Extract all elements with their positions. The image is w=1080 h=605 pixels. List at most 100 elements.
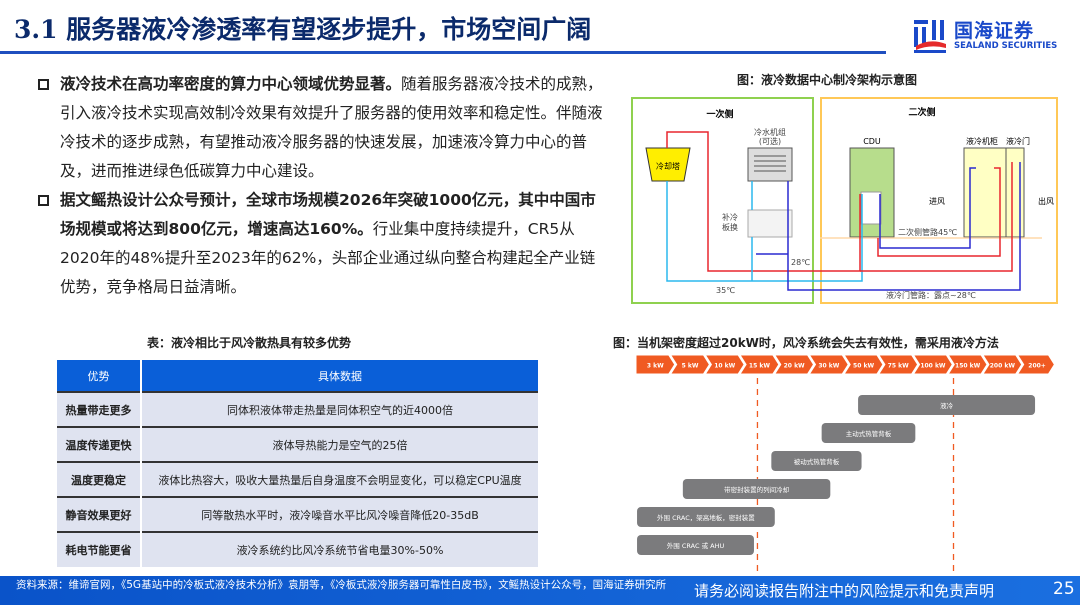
table-header: 优势 xyxy=(57,360,142,392)
density-tick-label: 50 kW xyxy=(853,363,874,370)
source-note: 资料来源：维谛官网，《5G基站中的冷板式液冷技术分析》袁朋等，《冷板式液冷服务器… xyxy=(16,579,667,591)
square-bullet-icon xyxy=(38,79,49,90)
cooling-tower-label: 冷却塔 xyxy=(656,161,680,171)
bullet-bold: 液冷技术在高功率密度的算力中心领域优势显著。 xyxy=(60,75,402,93)
density-chevron xyxy=(739,354,780,375)
density-chevron xyxy=(808,354,849,375)
cooling-method-bar xyxy=(637,535,754,555)
title-divider xyxy=(0,51,886,54)
disclaimer-link[interactable]: 请务必阅读报告附注中的风险提示和免责声明 xyxy=(694,582,995,600)
square-bullet-icon xyxy=(38,195,49,206)
cooling-method-label: 被动式热管背板 xyxy=(794,457,840,466)
density-chevron xyxy=(635,354,676,375)
plate-label-1: 补冷 xyxy=(722,212,738,222)
table-row: 静音效果更好同等散热水平时，液冷噪音水平比风冷噪音降低20-35dB xyxy=(57,496,540,532)
density-chevron xyxy=(773,354,815,375)
air-out-label: 出风 xyxy=(1038,196,1054,206)
density-chevron xyxy=(843,354,884,375)
density-chevron xyxy=(982,354,1023,375)
density-tick-label: 5 kW xyxy=(682,363,699,370)
cooling-method-bar xyxy=(682,479,831,499)
table-cell: 液冷系统约比风冷系统节省电量30%-50% xyxy=(141,531,540,567)
cabinet-label: 液冷机柜 xyxy=(966,136,998,146)
table-row: 耗电节能更省液冷系统约比风冷系统节省电量30%-50% xyxy=(57,531,540,567)
plate-exchanger-icon xyxy=(747,209,793,238)
density-tick-label: 100 kW xyxy=(920,363,946,370)
density-chevron xyxy=(704,354,745,375)
cooling-method-bar xyxy=(637,507,775,527)
table-cell: 液体导热能力是空气的25倍 xyxy=(141,426,540,462)
bullet-text: 行业集中度持续提升，CR5从2020年的48%提升至2023年的62%，头部企业… xyxy=(60,220,596,296)
table-header: 具体数据 xyxy=(141,360,540,392)
table-row: 温度更稳定液体比热容大，吸收大量热量后自身温度不会明显变化，可以稳定CPU温度 xyxy=(57,461,540,497)
density-tick-label: 150 kW xyxy=(955,363,981,370)
chiller-optional-label: (可选) xyxy=(759,136,781,146)
cooling-method-label: 液冷 xyxy=(940,401,954,410)
cooling-method-bar xyxy=(771,451,862,471)
table-cell: 耗电节能更省 xyxy=(57,531,142,567)
rack-density-chart: 3 kW 5 kW 10 kW 15 kW 20 kW 30 kW 50 kW 75 kW 10… xyxy=(635,354,1055,572)
secondary-side-label: 二次侧 xyxy=(908,106,935,118)
density-chevron xyxy=(669,354,710,375)
advantage-table: 优势具体数据 热量带走更多同体积液体带走热量是同体积空气的近4000倍 温度传递… xyxy=(57,360,540,567)
cooling-method-label: 带密封装置的列间冷却 xyxy=(724,485,789,494)
plate-label-2: 板换 xyxy=(722,222,738,232)
temp-35-label: 35℃ xyxy=(716,286,735,295)
diagram-caption: 图：液冷数据中心制冷架构示意图 xyxy=(737,73,918,87)
density-chevron xyxy=(877,354,919,375)
bullet-item: 液冷技术在高功率密度的算力中心领域优势显著。随着服务器液冷技术的成熟，引入液冷技… xyxy=(38,70,603,186)
density-tick-label: 10 kW xyxy=(714,363,735,370)
chart-caption: 图：当机架密度超过20kW时，风冷系统会失去有效性，需采用液冷方法 xyxy=(613,336,999,350)
cooling-tower-icon xyxy=(645,147,691,182)
table-cell: 温度更稳定 xyxy=(57,461,142,497)
table-row: 热量带走更多同体积液体带走热量是同体积空气的近4000倍 xyxy=(57,391,540,427)
logo-text-cn: 国海证券 xyxy=(954,20,1035,42)
page-title: 3.1 服务器液冷渗透率有望逐步提升，市场空间广阔 xyxy=(14,15,592,44)
door-label: 液冷门 xyxy=(1006,136,1030,146)
cooling-method-label: 外围 CRAC 或 AHU xyxy=(667,541,725,550)
primary-side-label: 一次侧 xyxy=(706,108,733,120)
density-tick-label: 75 kW xyxy=(888,363,909,370)
secondary-side-box xyxy=(820,97,1058,304)
cooling-method-label: 主动式热管背板 xyxy=(846,429,892,438)
temp-28-label: 28℃ xyxy=(791,258,810,267)
table-cell: 热量带走更多 xyxy=(57,391,142,427)
table-cell: 温度传递更快 xyxy=(57,426,142,462)
density-tick-label: 200 kW xyxy=(990,363,1016,370)
chiller-label: 冷水机组 xyxy=(754,127,786,137)
density-tick-label: 200+ xyxy=(1028,363,1046,370)
density-chevron xyxy=(947,354,988,375)
table-cell: 液体比热容大，吸收大量热量后自身温度不会明显变化，可以稳定CPU温度 xyxy=(141,461,540,497)
bullet-text: 随着服务器液冷技术的成熟，引入液冷技术实现高效制冷效果有效提升了服务器的使用效率… xyxy=(60,75,603,180)
bullet-item: 据文鳐热设计公众号预计，全球市场规模2026年突破1000亿元，其中中国市场规模… xyxy=(38,186,603,302)
cooling-method-bar xyxy=(858,395,1036,415)
air-in-label: 进风 xyxy=(929,197,945,206)
table-caption: 表：液冷相比于风冷散热具有较多优势 xyxy=(147,336,352,350)
bullet-bold: 据文鳐热设计公众号预计，全球市场规模2026年突破1000亿元，其中中国市场规模… xyxy=(60,191,596,238)
density-tick-label: 3 kW xyxy=(647,363,664,370)
logo-text-en: SEALAND SECURITIES xyxy=(954,41,1058,51)
primary-side-box xyxy=(631,97,814,304)
chiller-icon xyxy=(747,147,793,182)
table-row: 温度传递更快液体导热能力是空气的25倍 xyxy=(57,426,540,462)
density-chevron xyxy=(1016,354,1055,375)
logo-mark-icon xyxy=(914,20,946,53)
footer-bar: 资料来源：维谛官网，《5G基站中的冷板式液冷技术分析》袁朋等，《冷板式液冷服务器… xyxy=(0,576,1080,605)
cooling-door-icon xyxy=(1005,147,1025,238)
density-tick-label: 30 kW xyxy=(818,363,839,370)
table-cell: 静音效果更好 xyxy=(57,496,142,532)
cdu-label: CDU xyxy=(863,137,881,146)
page-number: 25 xyxy=(1053,579,1075,599)
table-cell: 同等散热水平时，液冷噪音水平比风冷噪音降低20-35dB xyxy=(141,496,540,532)
cooling-method-label: 外围 CRAC，架高地板，密封装置 xyxy=(657,513,755,522)
secondary-pipe-label: 二次侧管路45℃ xyxy=(898,227,957,237)
density-chevron xyxy=(912,354,953,375)
door-pipe-label: 液冷门管路：露点~28℃ xyxy=(886,290,976,300)
cooling-method-bar xyxy=(821,423,916,443)
cooling-architecture-diagram: 一次侧 二次侧 冷却塔 冷水机组 (可选) 补冷 板换 CDU 液冷机柜 液冷门… xyxy=(631,97,1058,304)
table-cell: 同体积液体带走热量是同体积空气的近4000倍 xyxy=(141,391,540,427)
density-tick-label: 20 kW xyxy=(784,363,805,370)
density-tick-label: 15 kW xyxy=(749,363,770,370)
bullet-list: 液冷技术在高功率密度的算力中心领域优势显著。随着服务器液冷技术的成熟，引入液冷技… xyxy=(38,70,603,302)
